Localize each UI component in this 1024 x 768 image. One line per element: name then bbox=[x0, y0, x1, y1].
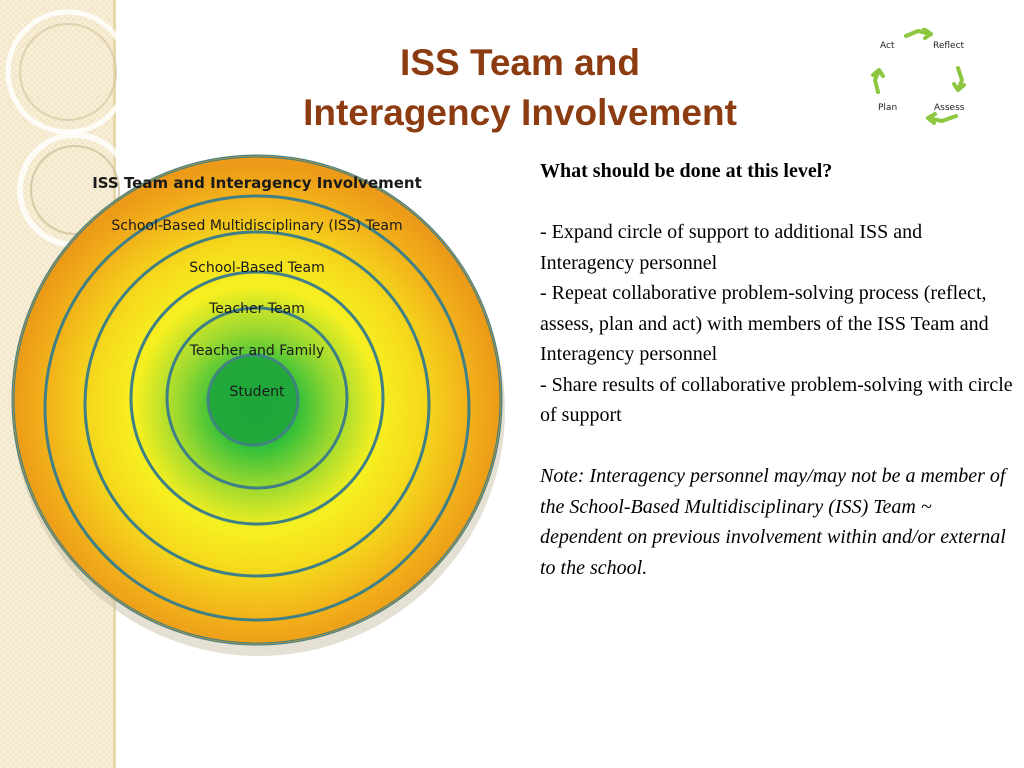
ring-student bbox=[206, 353, 300, 447]
problem-solving-cycle-diagram: Act Reflect Plan Assess bbox=[871, 28, 966, 125]
arrow-assess-to-plan-icon bbox=[926, 112, 958, 125]
concentric-circles-diagram bbox=[11, 154, 505, 656]
title-line-2: Interagency Involvement bbox=[303, 92, 737, 133]
arrow-reflect-to-assess-icon bbox=[952, 66, 966, 92]
ring-label-student: Student bbox=[229, 384, 285, 400]
arrow-plan-to-act-icon bbox=[871, 68, 885, 94]
panel-heading: What should be done at this level? bbox=[540, 160, 833, 182]
cycle-label-reflect: Reflect bbox=[933, 41, 965, 51]
ring-teacher-team bbox=[129, 270, 385, 526]
ring-label-iss-interagency: ISS Team and Interagency Involvement bbox=[92, 174, 422, 192]
panel-bullet-1: - Expand circle of support to additional… bbox=[540, 221, 923, 274]
ring-label-school-based-multidisciplinary: School-Based Multidisciplinary (ISS) Tea… bbox=[111, 218, 403, 234]
ring-school-based-multidisciplinary bbox=[43, 194, 471, 622]
ring-label-teacher-team: Teacher Team bbox=[209, 301, 305, 317]
cycle-label-plan: Plan bbox=[878, 103, 897, 113]
panel-bullet-3: - Share results of collaborative problem… bbox=[540, 373, 1013, 427]
panel-bullet-2: - Repeat collaborative problem-solving p… bbox=[540, 282, 989, 365]
ring-label-teacher-and-family: Teacher and Family bbox=[189, 343, 325, 359]
title-line-1: ISS Team and bbox=[400, 42, 640, 83]
ring-label-school-based-team: School-Based Team bbox=[189, 260, 325, 276]
ring-school-based-team bbox=[83, 230, 431, 578]
panel-note: Note: Interagency personnel may/may not … bbox=[540, 465, 1006, 579]
arrow-act-to-reflect-icon bbox=[904, 28, 933, 40]
guidance-panel: What should be done at this level? - Exp… bbox=[540, 156, 1015, 583]
cycle-label-act: Act bbox=[880, 41, 895, 51]
slide-title: ISS Team and Interagency Involvement bbox=[230, 38, 810, 138]
ring-teacher-and-family bbox=[165, 306, 349, 490]
cycle-label-assess: Assess bbox=[934, 103, 965, 113]
